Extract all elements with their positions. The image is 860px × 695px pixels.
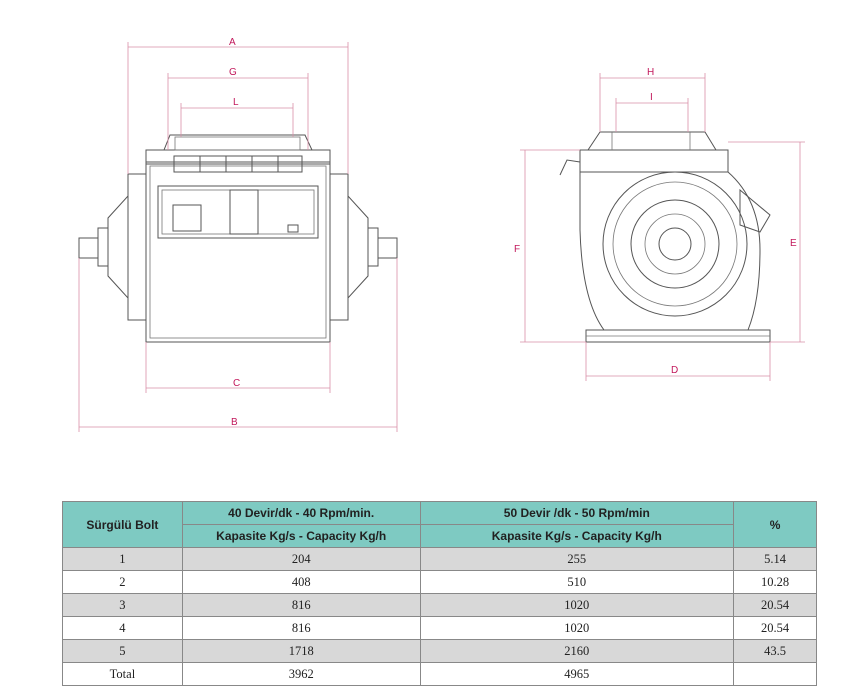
- table-row: 1 204 255 5.14: [62, 547, 817, 571]
- header-percent: %: [733, 501, 817, 548]
- cell-40rpm: 204: [181, 547, 421, 571]
- header-50rpm-capacity: Kapasite Kg/s - Capacity Kg/h: [419, 524, 735, 548]
- dim-label-e: E: [790, 238, 797, 249]
- cell-bolt: 5: [62, 639, 183, 663]
- cell-bolt: 2: [62, 570, 183, 594]
- cell-40rpm: 3962: [181, 662, 421, 686]
- cell-bolt: 4: [62, 616, 183, 640]
- cell-50rpm: 1020: [419, 593, 735, 617]
- table-row: 5 1718 2160 43.5: [62, 639, 817, 663]
- side-dimensions: [520, 73, 805, 381]
- dim-label-g: G: [229, 67, 237, 78]
- table-row: 4 816 1020 20.54: [62, 616, 817, 640]
- dim-label-f: F: [514, 244, 520, 255]
- capacity-table: Sürgülü Bolt 40 Devir/dk - 40 Rpm/min. 5…: [62, 501, 817, 686]
- dim-label-l: L: [233, 97, 239, 108]
- cell-percent: 20.54: [733, 616, 817, 640]
- dim-label-b: B: [231, 417, 238, 428]
- dim-label-d: D: [671, 365, 678, 376]
- cell-50rpm: 1020: [419, 616, 735, 640]
- header-bolt: Sürgülü Bolt: [62, 501, 183, 548]
- front-dimensions: [78, 42, 398, 432]
- side-view: [559, 131, 771, 343]
- cell-percent: [733, 662, 817, 686]
- cell-50rpm: 255: [419, 547, 735, 571]
- table-row-total: Total 3962 4965: [62, 662, 817, 686]
- dim-label-h: H: [647, 67, 654, 78]
- dim-label-i: I: [650, 92, 653, 103]
- cell-50rpm: 2160: [419, 639, 735, 663]
- dim-label-a: A: [229, 37, 236, 48]
- cell-40rpm: 1718: [181, 639, 421, 663]
- cell-50rpm: 510: [419, 570, 735, 594]
- table-row: 3 816 1020 20.54: [62, 593, 817, 617]
- technical-drawing: A G L C B: [78, 37, 805, 432]
- table-row: 2 408 510 10.28: [62, 570, 817, 594]
- cell-percent: 43.5: [733, 639, 817, 663]
- cell-bolt: 3: [62, 593, 183, 617]
- front-view: [78, 134, 398, 343]
- cell-percent: 5.14: [733, 547, 817, 571]
- cell-40rpm: 816: [181, 593, 421, 617]
- cell-percent: 20.54: [733, 593, 817, 617]
- dim-label-c: C: [233, 378, 240, 389]
- cell-40rpm: 408: [181, 570, 421, 594]
- header-50rpm: 50 Devir /dk - 50 Rpm/min: [419, 501, 735, 525]
- cell-bolt: Total: [62, 662, 183, 686]
- cell-percent: 10.28: [733, 570, 817, 594]
- header-40rpm-capacity: Kapasite Kg/s - Capacity Kg/h: [181, 524, 421, 548]
- cell-50rpm: 4965: [419, 662, 735, 686]
- cell-bolt: 1: [62, 547, 183, 571]
- cell-40rpm: 816: [181, 616, 421, 640]
- header-40rpm: 40 Devir/dk - 40 Rpm/min.: [181, 501, 421, 525]
